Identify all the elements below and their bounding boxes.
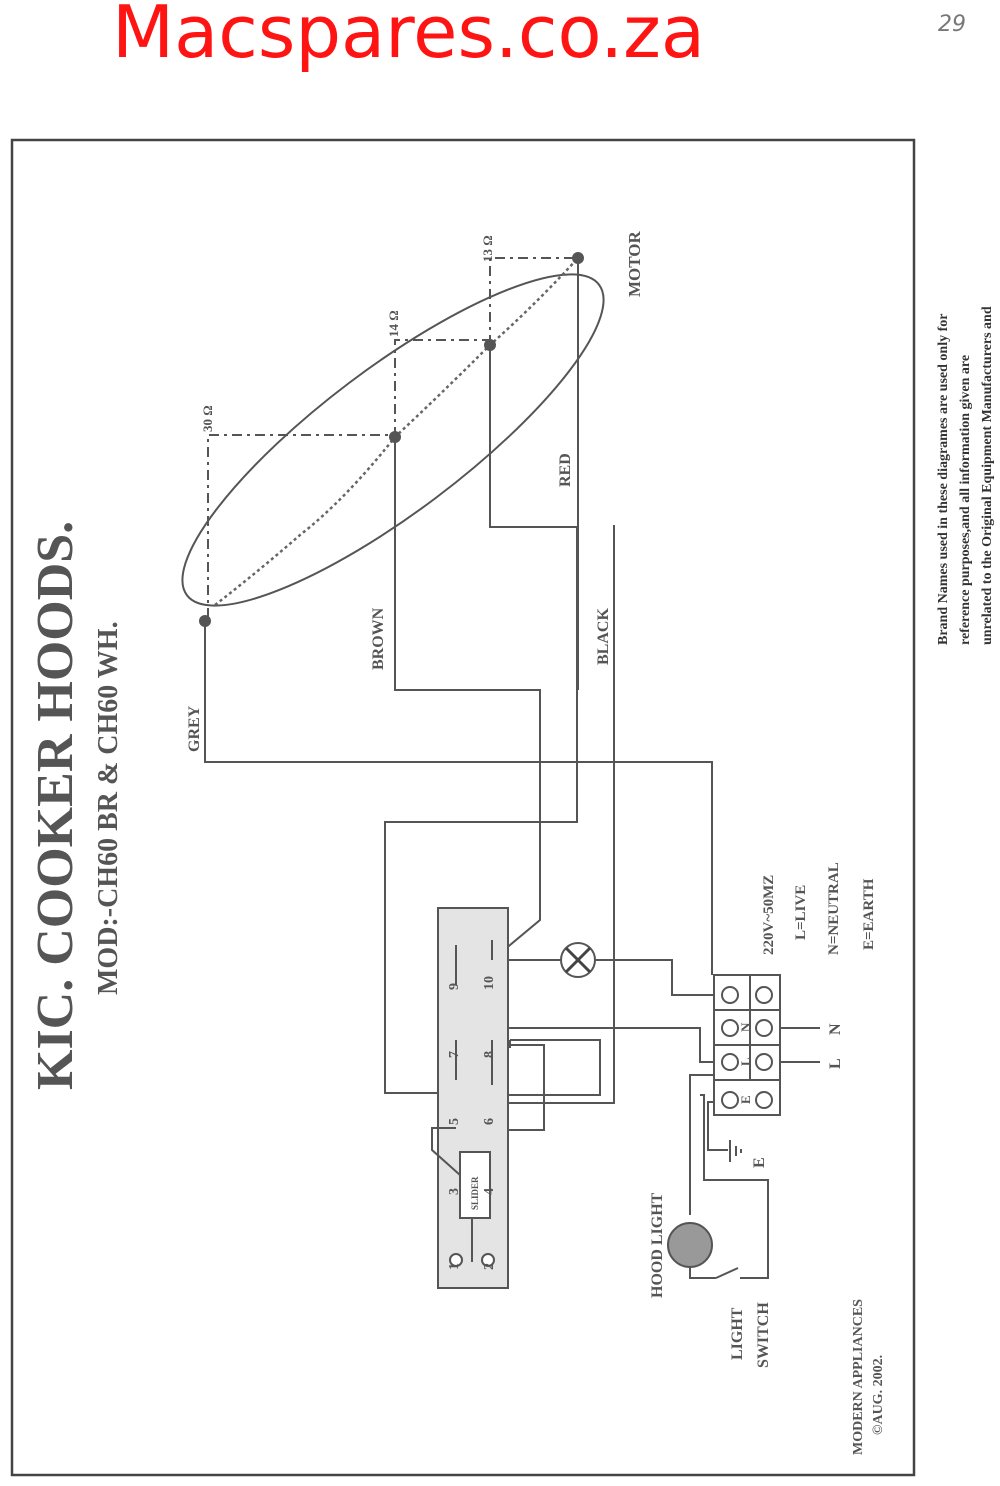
- terminal-letter-l: L: [738, 1057, 753, 1066]
- wiring: [204, 258, 820, 1279]
- earth-label: E: [751, 1157, 768, 1168]
- brand-logo-text: Macspares.co.za: [112, 0, 706, 74]
- tap-14-ohm: 14 Ω: [386, 310, 401, 337]
- legend-neutral: N=NEUTRAL: [826, 862, 842, 955]
- switch-terminal-2: 2: [482, 1263, 497, 1270]
- switch-terminal-4: 4: [482, 1188, 497, 1195]
- switch-terminal-5: 5: [447, 1118, 462, 1125]
- diagram-title: KIC. COOKER HOODS.: [27, 521, 84, 1090]
- motor-label: MOTOR: [625, 230, 644, 297]
- slider-switch: [431, 907, 509, 1289]
- hood-light-bulb-icon: [667, 1222, 713, 1268]
- indicator-lamp-icon: [560, 942, 596, 978]
- terminal-letter-e: E: [738, 1095, 753, 1104]
- disclaimer-line-1: Brand Names used in these diagrames are …: [936, 314, 951, 645]
- motor-winding: [181, 252, 605, 627]
- disclaimer-line-3: unrelated to the Original Equipment Manu…: [980, 306, 995, 645]
- wire-label-red: RED: [557, 453, 574, 487]
- tap-13-ohm: 13 Ω: [480, 235, 495, 262]
- hood-light-label: HOOD LIGHT: [649, 1192, 666, 1298]
- light-switch-label-1: LIGHT: [729, 1307, 746, 1360]
- terminal-block: [713, 974, 781, 1116]
- terminal-letter-n: N: [738, 1022, 753, 1032]
- switch-terminal-8: 8: [482, 1051, 497, 1058]
- supply-label-n: N: [827, 1023, 844, 1035]
- slider-label: SLIDER: [470, 1176, 480, 1210]
- wire-label-black: BLACK: [595, 608, 612, 665]
- disclaimer-line-2: reference purposes,and all information g…: [958, 355, 973, 645]
- switch-terminal-9: 9: [447, 983, 462, 990]
- wire-label-grey: GREY: [186, 705, 203, 752]
- switch-terminal-1: 1: [447, 1263, 462, 1270]
- supply-voltage: 220V~50MZ: [761, 875, 777, 955]
- light-switch-label-2: SWITCH: [755, 1302, 772, 1368]
- switch-terminal-6: 6: [482, 1118, 497, 1125]
- switch-terminal-10: 10: [482, 976, 497, 990]
- switch-terminal-7: 7: [447, 1051, 462, 1058]
- legend-earth: E=EARTH: [861, 878, 877, 950]
- page-number: 29: [938, 12, 966, 37]
- legend-live: L=LIVE: [793, 885, 809, 940]
- wire-label-brown: BROWN: [370, 607, 387, 670]
- switch-terminal-3: 3: [447, 1188, 462, 1195]
- tap-30-ohm: 30 Ω: [200, 405, 215, 432]
- diagram-frame: [10, 138, 916, 1477]
- supply-label-l: L: [827, 1058, 844, 1069]
- model-line: MOD:-CH60 BR & CH60 WH.: [93, 621, 124, 995]
- credit-line-2: ©AUG. 2002.: [871, 1355, 886, 1435]
- credit-line-1: MODERN APPLIANCES: [851, 1299, 866, 1455]
